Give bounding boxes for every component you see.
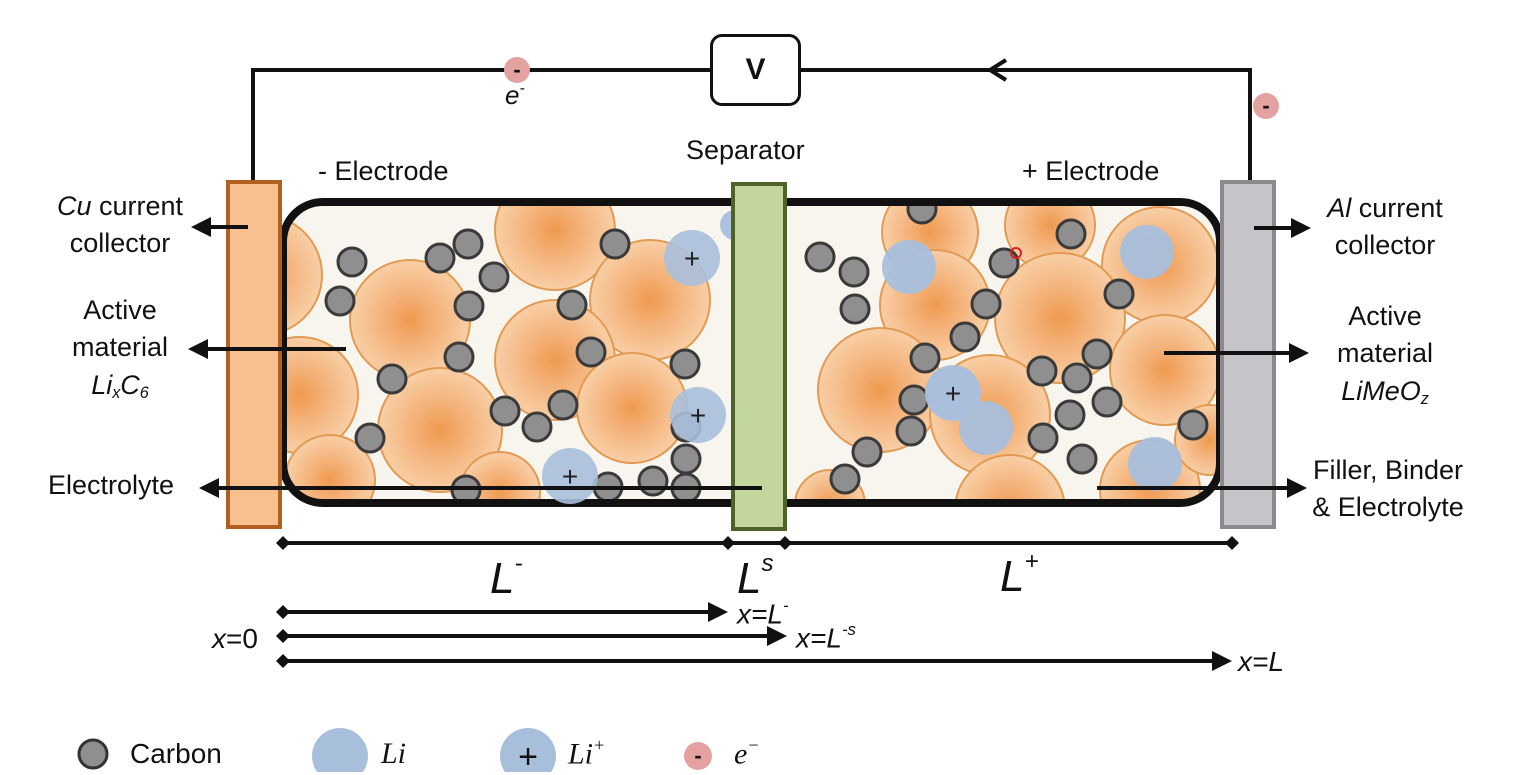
carbon-particle (324, 285, 356, 317)
lithium-ion (664, 230, 720, 286)
lithium-ion-plus: + (945, 378, 961, 409)
active-material-left-label: Active material LixC6 (71, 295, 169, 402)
filler-binder-label: Filler, Binder & Electrolyte (1312, 455, 1464, 523)
legend-li-ion-plus: + (518, 738, 538, 772)
electron (1253, 93, 1279, 119)
carbon-particle (839, 293, 871, 325)
legend-carbon-icon (77, 738, 109, 770)
cursor-marker (1010, 247, 1022, 259)
position-x0: x=0 (212, 623, 258, 654)
electrolyte-label: Electrolyte (48, 470, 175, 500)
pos-electrode-title: + Electrode (1022, 156, 1160, 186)
legend-electron-label: e− (734, 735, 760, 771)
lithium-atom (959, 401, 1013, 455)
carbon-particle (1027, 422, 1059, 454)
dimension-ticks (276, 536, 1239, 550)
carbon-particle (829, 463, 861, 495)
carbon-particle (670, 443, 702, 475)
carbon-particle (804, 241, 836, 273)
carbon-particle (376, 363, 408, 395)
carbon-particle (1091, 386, 1123, 418)
carbon-particle (1055, 218, 1087, 250)
lithium-ion-plus: + (690, 400, 706, 431)
separator-title: Separator (686, 135, 805, 165)
electron-minus: - (513, 57, 520, 82)
legend-electron-minus: - (694, 743, 701, 768)
carbon-particle (988, 247, 1020, 279)
carbon-particle (838, 256, 870, 288)
carbon-particle (599, 228, 631, 260)
carbon-particle (1061, 362, 1093, 394)
length-l-minus: L- (490, 550, 523, 603)
circuit-wire (251, 68, 1252, 182)
voltmeter: V (710, 34, 801, 106)
carbon-particle (895, 415, 927, 447)
position-x-l: x=L (1238, 646, 1284, 677)
carbon-particle (1103, 278, 1135, 310)
electron-label: e- (505, 80, 525, 110)
active-material-particle (954, 454, 1066, 503)
carbon-particle (336, 246, 368, 278)
carbon-particle (1054, 399, 1086, 431)
carbon-particle (970, 288, 1002, 320)
carbon-particle (898, 384, 930, 416)
carbon-particle (575, 336, 607, 368)
electrons: -- (504, 57, 1279, 259)
carbon-particle (1177, 409, 1209, 441)
current-direction-arrow-icon (986, 58, 1008, 82)
carbon-particles (324, 202, 1209, 503)
carbon-particle (452, 228, 484, 260)
lithium-ion (670, 387, 726, 443)
lithium-ion (925, 365, 981, 421)
carbon-particle (489, 395, 521, 427)
legend-electron-icon (684, 742, 712, 770)
position-x-l-minus: x=L- (737, 596, 789, 630)
carbon-particle (556, 289, 588, 321)
legend-li-ion-label: Li+ (568, 735, 606, 771)
voltmeter-label: V (745, 53, 766, 86)
active-material-right-label: Active material LiMeOz (1336, 301, 1434, 408)
separator (731, 182, 787, 531)
lithium-ion-plus: + (562, 461, 578, 492)
lithium-atom (882, 240, 936, 294)
position-arrows (283, 602, 1232, 671)
lithium-ion-plus: + (684, 243, 700, 274)
legend-li-icon (312, 728, 368, 772)
cu-current-collector (226, 180, 282, 529)
carbon-particle (1081, 338, 1113, 370)
carbon-particle (1026, 355, 1058, 387)
carbon-particle (354, 422, 386, 454)
lithium-atom (1120, 225, 1174, 279)
carbon-particle (478, 261, 510, 293)
carbon-particle (909, 342, 941, 374)
active-material-particle (1109, 314, 1220, 426)
position-x-l-s: x=L-s (796, 620, 856, 654)
electron-minus: - (1262, 93, 1269, 118)
carbon-particle (443, 341, 475, 373)
carbon-particle (453, 290, 485, 322)
lithium-atom (1128, 437, 1182, 491)
carbon-particle (521, 411, 553, 443)
carbon-particle (669, 348, 701, 380)
legend-li-label: Li (381, 737, 407, 770)
al-collector-label: Al current collector (1327, 193, 1443, 261)
length-l-s: Ls (737, 550, 774, 603)
carbon-particle (906, 202, 938, 225)
neg-electrode-title: - Electrode (318, 156, 449, 186)
carbon-particle (637, 465, 669, 497)
carbon-particle (424, 242, 456, 274)
electron (504, 57, 530, 83)
carbon-particle (1066, 443, 1098, 475)
carbon-particle (949, 321, 981, 353)
legend-carbon-label: Carbon (130, 738, 222, 769)
length-l-plus: L+ (1000, 548, 1039, 601)
carbon-particle (851, 436, 883, 468)
legend-li-ion-icon (500, 728, 556, 772)
active-material-particle (283, 214, 323, 336)
cu-collector-label: Cu current collector (56, 191, 184, 259)
carbon-particle (547, 389, 579, 421)
active-material-particle (576, 352, 688, 464)
